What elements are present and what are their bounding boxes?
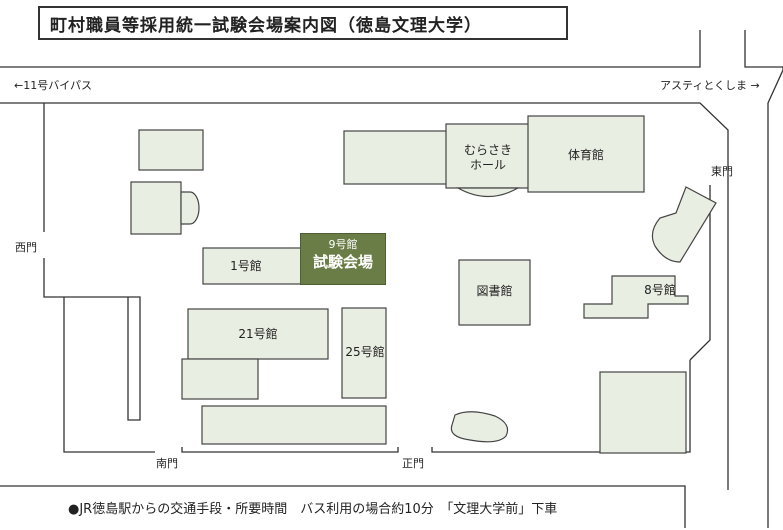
building-east-odd	[651, 186, 717, 263]
building-library	[458, 259, 531, 326]
exam-hall: 9号館 試験会場	[300, 233, 386, 285]
building-25	[341, 307, 387, 399]
direction-right: アスティとくしま →	[660, 79, 760, 92]
building-gym	[527, 115, 645, 193]
access-info: ●JR徳島駅からの交通手段・所要時間 バス利用の場合約10分 「文理大学前」下車	[68, 502, 558, 517]
exam-hall-label: 試験会場	[312, 253, 373, 271]
campus-wall-east	[689, 185, 711, 361]
direction-left-label: 11号バイパス	[23, 79, 92, 92]
building-east-square	[599, 371, 687, 454]
map-title: 町村職員等採用統一試験会場案内図（徳島文理大学）	[38, 6, 568, 40]
building-south-long	[201, 405, 387, 445]
campus-wall-inner	[63, 297, 155, 453]
building-21-label: 21号館	[238, 327, 278, 341]
gate-south: 南門	[156, 457, 178, 470]
building-west-annex	[180, 191, 200, 225]
murasaki-hall-label-line1: むらさき	[463, 143, 512, 157]
pond	[450, 411, 509, 443]
murasaki-hall-label-line2: ホール	[469, 158, 506, 172]
right-arrow-icon: →	[750, 79, 760, 92]
gate-west: 西門	[15, 241, 37, 254]
building-8-label: 8号館	[644, 283, 676, 297]
road-north-edge-right	[744, 30, 783, 68]
campus-wall-south-right	[431, 360, 691, 453]
building-1	[202, 247, 302, 285]
building-murasaki-hall-bottom	[455, 187, 521, 197]
gate-main: 正門	[402, 457, 424, 470]
murasaki-hall-label: むらさき ホール	[446, 143, 530, 173]
road-south-edge	[0, 102, 729, 490]
direction-left: ←11号バイパス	[14, 79, 92, 92]
gym-label: 体育館	[567, 148, 604, 162]
campus-wall-west-lower	[43, 258, 141, 421]
library-label: 図書館	[476, 284, 513, 298]
gate-east: 東門	[711, 165, 733, 178]
road-east-edge	[767, 67, 783, 528]
road-north-edge	[0, 30, 701, 68]
building-south-west	[181, 358, 259, 400]
road-bottom	[0, 485, 686, 528]
campus-wall-south-mid	[181, 447, 399, 453]
building-top-left	[138, 129, 204, 171]
building-west-small	[130, 181, 182, 235]
exam-hall-building: 9号館	[328, 238, 358, 251]
left-arrow-icon: ←	[14, 79, 24, 92]
building-21	[187, 308, 329, 360]
building-1-label: 1号館	[230, 259, 262, 273]
building-north-long	[343, 130, 448, 185]
direction-right-label: アスティとくしま	[660, 79, 748, 92]
building-25-label: 25号館	[345, 345, 385, 359]
building-8	[583, 275, 689, 319]
